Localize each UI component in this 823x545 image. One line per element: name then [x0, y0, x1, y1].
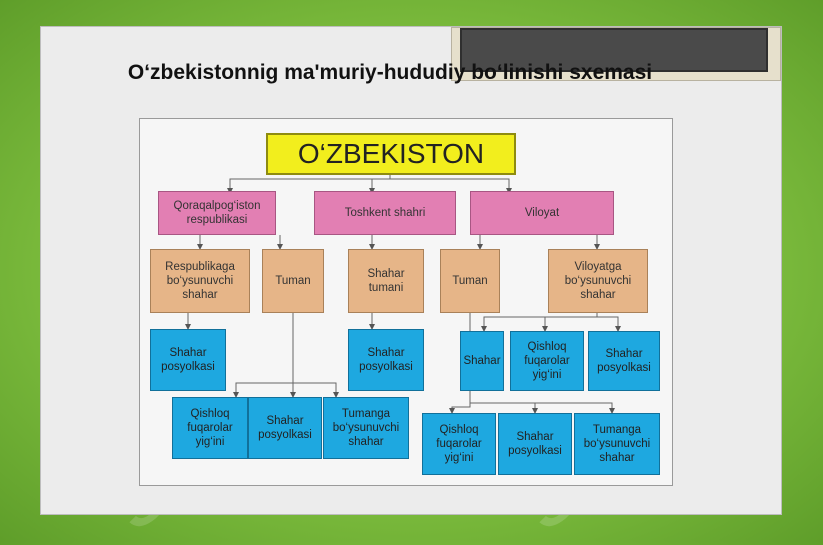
- node-toshkent-shahri: Toshkent shahri: [314, 191, 456, 235]
- node-qishloq-fuqarolar-yigini-bottom-left: Qishloq fuqarolar yig‘ini: [172, 397, 248, 459]
- node-shahar-posyolkasi-left: Shahar posyolkasi: [150, 329, 226, 391]
- diagram-canvas: O‘ZBEKISTON Qoraqalpog‘iston respublikas…: [139, 118, 673, 486]
- node-qishloq-fuqarolar-yigini-bottom-right: Qishloq fuqarolar yig‘ini: [422, 413, 496, 475]
- node-shahar-posyolkasi-bottom-right: Shahar posyolkasi: [498, 413, 572, 475]
- slide-title: O‘zbekistonnig ma'muriy-hududiy bo‘linis…: [127, 61, 653, 84]
- connector-lines: [185, 174, 621, 414]
- node-shahar-posyolkasi-mid: Shahar posyolkasi: [348, 329, 424, 391]
- node-qishloq-fuqarolar-yigini-top: Qishloq fuqarolar yig‘ini: [510, 331, 584, 391]
- node-qoraqalpogiston: Qoraqalpog‘iston respublikasi: [158, 191, 276, 235]
- node-shahar-posyolkasi-bottom-left: Shahar posyolkasi: [248, 397, 322, 459]
- node-shahar-tumani: Shahar tumani: [348, 249, 424, 313]
- picture-placeholder: [460, 28, 768, 72]
- node-tumanga-boysunuvchi-shahar-left: Tumanga bo‘ysunuvchi shahar: [323, 397, 409, 459]
- node-viloyatga-boysunuvchi-shahar: Viloyatga bo‘ysunuvchi shahar: [548, 249, 648, 313]
- node-tumanga-boysunuvchi-shahar-right: Tumanga bo‘ysunuvchi shahar: [574, 413, 660, 475]
- node-respublikaga-boysunuvchi-shahar: Respublikaga bo‘ysunuvchi shahar: [150, 249, 250, 313]
- node-viloyat: Viloyat: [470, 191, 614, 235]
- node-shahar: Shahar: [460, 331, 504, 391]
- picture-frame: [451, 27, 781, 81]
- node-tuman-mid: Tuman: [440, 249, 500, 313]
- node-tuman-left: Tuman: [262, 249, 324, 313]
- node-shahar-posyolkasi-right: Shahar posyolkasi: [588, 331, 660, 391]
- root-node-uzbekistan: O‘ZBEKISTON: [266, 133, 516, 175]
